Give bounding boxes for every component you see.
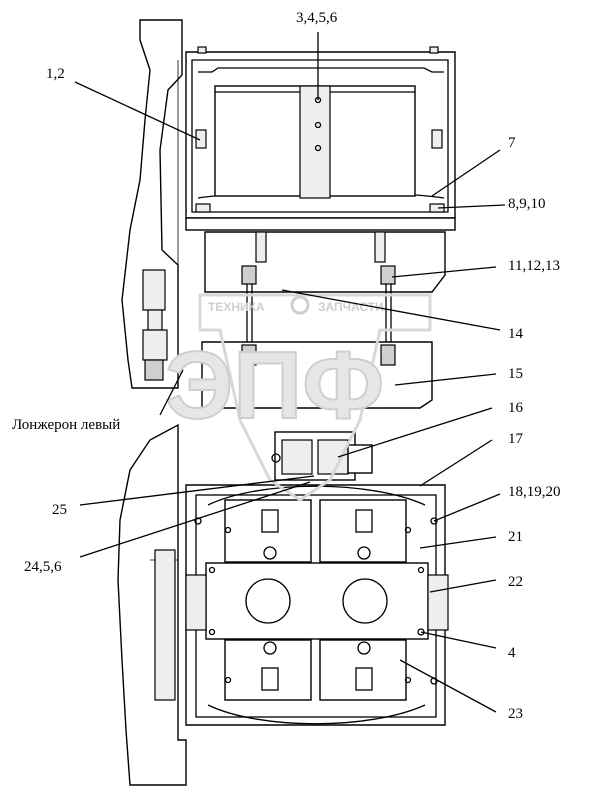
leader-lines xyxy=(74,32,506,713)
watermark-text-big: ЭПФ xyxy=(165,332,384,439)
callout-12: 1,2 xyxy=(46,66,65,82)
callout-labels: 3,4,5,6 1,2 7 8,9,10 11,12,13 14 15 16 1… xyxy=(12,10,561,722)
frame-rail-upper xyxy=(121,19,183,389)
callout-16: 16 xyxy=(508,400,524,416)
callout-23: 23 xyxy=(508,706,523,722)
watermark-text-left: ТЕХНИКА xyxy=(208,300,265,314)
callout-181920: 18,19,20 xyxy=(508,484,561,500)
callout-14: 14 xyxy=(508,326,524,342)
cable-guide xyxy=(271,431,373,481)
callout-21: 21 xyxy=(508,529,523,545)
callout-17: 17 xyxy=(508,431,524,447)
callout-2456: 24,5,6 xyxy=(24,559,62,575)
battery-box-lower xyxy=(185,484,449,726)
watermark-text-right: ЗАПЧАСТИ xyxy=(318,300,384,314)
callout-111213: 11,12,13 xyxy=(508,258,560,274)
callout-3456: 3,4,5,6 xyxy=(296,10,338,26)
frame-label: Лонжерон левый xyxy=(12,417,120,433)
frame-rail-lower xyxy=(117,423,187,786)
callout-4: 4 xyxy=(508,645,516,661)
callout-7: 7 xyxy=(508,135,516,151)
callout-25: 25 xyxy=(52,502,67,518)
callout-8910: 8,9,10 xyxy=(508,196,546,212)
watermark: ТЕХНИКА ЗАПЧАСТИ ЭПФ xyxy=(164,293,432,502)
rail-bracket xyxy=(142,269,168,381)
battery-box-upper xyxy=(185,46,456,231)
callout-15: 15 xyxy=(508,366,523,382)
callout-22: 22 xyxy=(508,574,523,590)
